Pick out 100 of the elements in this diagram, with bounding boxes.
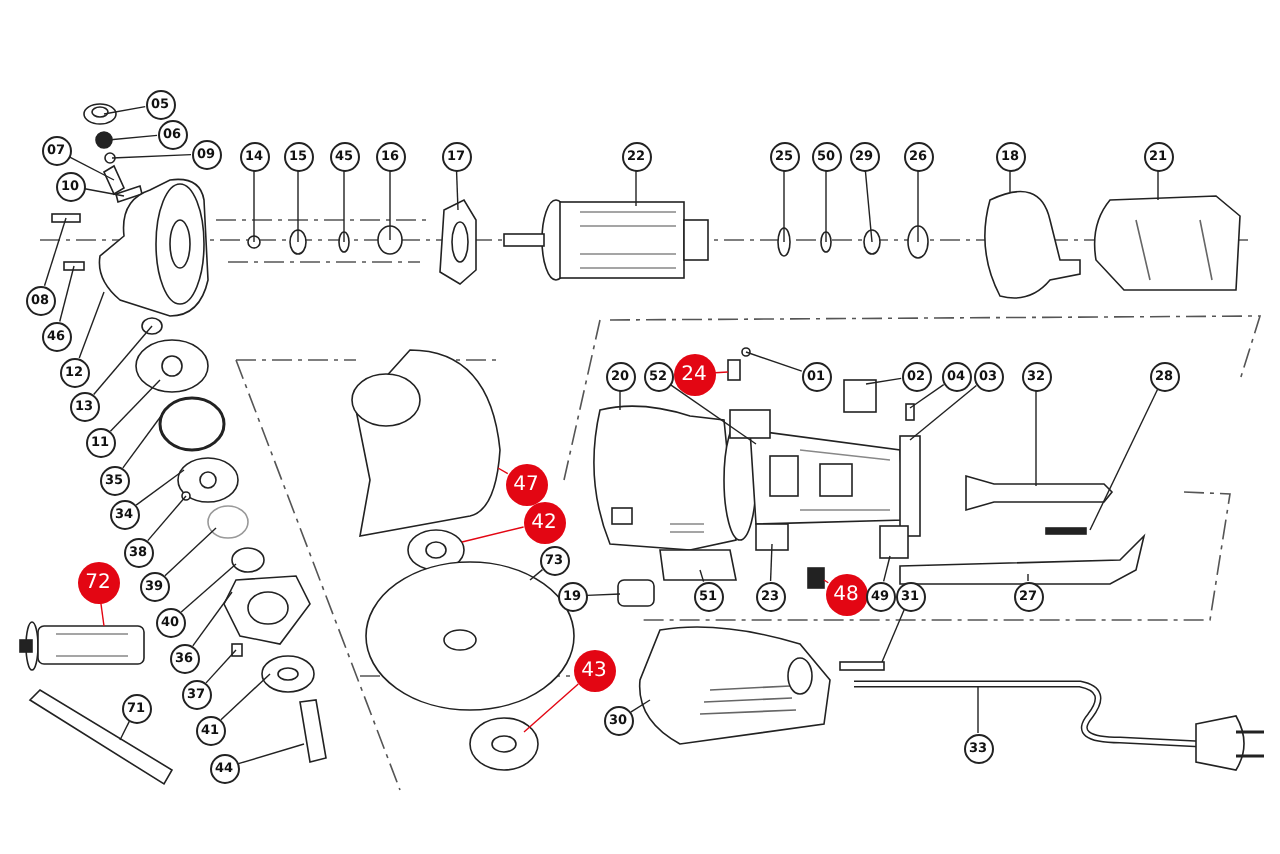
callout-number: 42 <box>523 501 565 543</box>
wrench-part <box>28 689 174 786</box>
flange-part <box>439 198 477 285</box>
leader-line <box>823 579 829 584</box>
leader-line <box>523 683 579 733</box>
spring-part <box>1045 527 1087 535</box>
lever-part <box>899 533 1146 585</box>
bushing-part <box>863 229 881 255</box>
bushing-part <box>377 225 403 255</box>
clamp-nut-part <box>469 717 539 771</box>
leader-line <box>917 170 919 243</box>
motor-housing-part <box>593 405 757 551</box>
screw-part <box>51 213 81 223</box>
washer-part <box>820 231 832 253</box>
leader-line <box>297 170 299 243</box>
leader-line <box>147 495 187 542</box>
leader-line <box>881 609 905 663</box>
screw-part <box>63 261 85 271</box>
switch-part <box>843 379 877 413</box>
leader-line <box>1027 573 1029 582</box>
leader-line <box>192 591 233 647</box>
leader-line <box>909 384 978 441</box>
washer-part <box>338 231 350 253</box>
leader-line <box>253 170 255 243</box>
leader-line <box>237 743 305 765</box>
leader-line <box>43 217 67 287</box>
leader-line <box>864 170 873 243</box>
bracket-part <box>899 435 921 537</box>
o-ring-part <box>158 396 226 452</box>
screw-part <box>181 491 191 501</box>
leader-line <box>1089 388 1159 531</box>
switch-contact-part <box>727 359 741 381</box>
leader-line <box>1157 170 1159 201</box>
leader-line <box>119 720 130 741</box>
leader-line <box>93 325 153 396</box>
screw-part <box>839 661 885 671</box>
leader-line <box>699 569 705 583</box>
ring-part <box>141 317 163 335</box>
leader-line <box>865 377 902 385</box>
leader-line <box>882 555 891 583</box>
guard-part <box>351 349 501 537</box>
leader-line <box>59 265 75 323</box>
ring-part <box>231 547 265 573</box>
leader-line <box>107 134 158 141</box>
armature-part <box>503 199 709 281</box>
lock-part <box>879 525 909 559</box>
leader-line <box>103 105 146 115</box>
spindle-part <box>299 699 327 763</box>
clip-part <box>905 403 915 421</box>
nut-part <box>247 235 261 249</box>
washer-part <box>261 655 315 693</box>
bearing-cover-part <box>135 339 209 393</box>
leader-line <box>1009 170 1011 193</box>
leader-line <box>100 602 105 627</box>
leader-line <box>619 390 621 411</box>
leader-line <box>84 188 125 197</box>
leader-line <box>497 467 509 475</box>
leader-line <box>109 379 161 432</box>
leader-line <box>909 383 945 409</box>
leader-line <box>205 649 237 684</box>
leader-line <box>461 526 525 543</box>
callout-number: 24 <box>673 353 715 395</box>
brush-holder-part <box>984 190 1081 299</box>
screw-part <box>741 347 751 357</box>
leader-line <box>745 351 803 372</box>
handle-housing-part <box>638 626 831 745</box>
leader-line <box>68 156 115 181</box>
field-assembly-part <box>729 409 905 525</box>
ball-part <box>95 131 113 149</box>
bearing-part <box>777 227 791 257</box>
leader-line <box>164 527 217 577</box>
leader-line <box>455 170 459 211</box>
screw-part <box>115 184 143 204</box>
leader-line <box>1035 390 1037 487</box>
power-cord-part <box>854 680 1266 771</box>
callout-number: 72 <box>77 561 119 603</box>
pin-part <box>102 164 126 196</box>
side-handle-part <box>19 621 145 671</box>
leader-line <box>122 411 165 469</box>
stator-part <box>1093 195 1241 291</box>
label-part <box>659 549 737 581</box>
callout-number: 48 <box>825 573 867 615</box>
leader-line <box>111 153 192 159</box>
leader-line <box>630 699 651 713</box>
button-part <box>617 579 655 607</box>
switch-part <box>755 523 789 551</box>
callout-number: 47 <box>505 463 547 505</box>
leader-line <box>180 563 237 613</box>
leader-line <box>635 170 637 207</box>
gear-part <box>207 505 249 539</box>
leader-line <box>769 543 773 582</box>
bearing-part <box>289 229 307 255</box>
nut-part <box>83 103 117 125</box>
leader-line <box>343 170 345 243</box>
leader-line <box>78 291 105 359</box>
brush-part <box>807 567 825 589</box>
leader-line <box>586 593 621 597</box>
leader-line <box>389 170 391 241</box>
leader-line <box>669 383 757 445</box>
gear-housing-part <box>98 178 209 317</box>
